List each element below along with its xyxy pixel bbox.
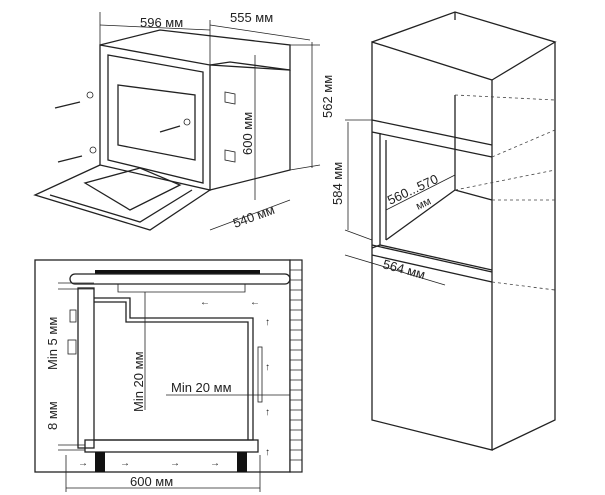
niche-depth-label: 564 мм xyxy=(381,256,427,282)
cabinet-perspective xyxy=(344,11,557,451)
niche-height-label: 584 мм xyxy=(330,162,345,205)
oven-perspective xyxy=(33,12,321,231)
oven-front xyxy=(77,287,95,449)
svg-text:←: ← xyxy=(250,297,260,308)
back-gap-vertical-label: Min 20 мм xyxy=(131,351,146,412)
worktop xyxy=(69,273,291,285)
svg-text:→: → xyxy=(170,458,180,469)
svg-text:↑: ↑ xyxy=(265,407,270,418)
oven-front-height-label: 600 мм xyxy=(240,112,255,155)
oven-depth-label: 555 мм xyxy=(230,10,273,25)
top-gap-label: Min 5 мм xyxy=(45,317,60,370)
svg-text:↑: ↑ xyxy=(265,362,270,373)
niche-width-label: 560...570 xyxy=(385,171,440,208)
svg-text:↑: ↑ xyxy=(265,317,270,328)
oven-width-label: 596 мм xyxy=(140,15,183,30)
svg-text:→: → xyxy=(120,458,130,469)
svg-text:←: ← xyxy=(200,297,210,308)
shelf xyxy=(84,439,259,453)
oven-height-label: 562 мм xyxy=(320,75,335,118)
niche-width-unit: мм xyxy=(414,195,433,212)
wall-brick xyxy=(289,259,303,473)
section-view: ← ← → → → → ↑ ↑ ↑ ↑ xyxy=(34,259,303,492)
cooktop xyxy=(95,270,260,274)
back-gap-label: Min 20 мм xyxy=(171,380,232,395)
oven-body-depth-label: 540 мм xyxy=(231,202,277,231)
section-depth-label: 600 мм xyxy=(130,474,173,489)
svg-text:→: → xyxy=(210,458,220,469)
svg-text:↑: ↑ xyxy=(265,447,270,458)
bottom-gap-label: 8 мм xyxy=(45,401,60,430)
airflow-arrows: ← ← → → → → ↑ ↑ ↑ ↑ xyxy=(78,297,270,469)
svg-text:→: → xyxy=(78,458,88,469)
